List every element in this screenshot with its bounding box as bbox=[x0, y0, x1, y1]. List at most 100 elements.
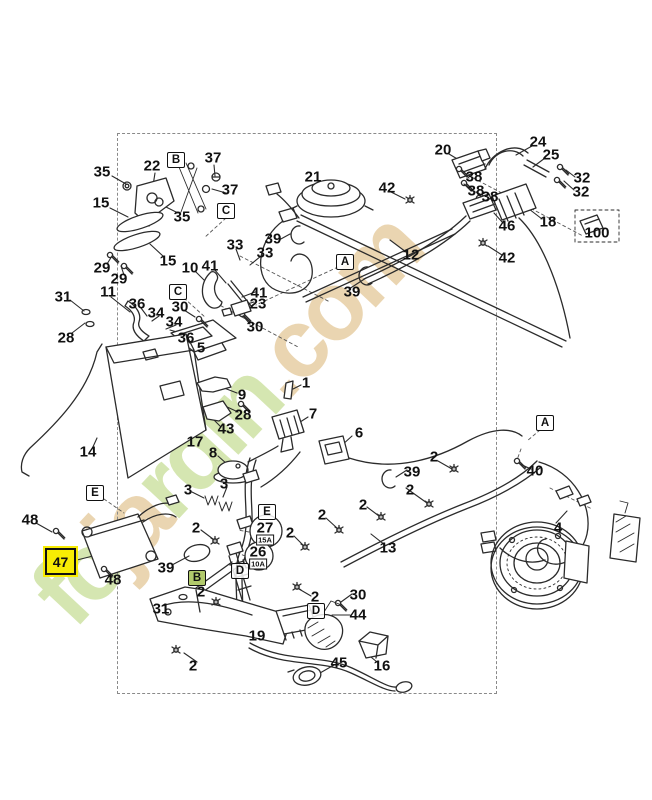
part-number-label-33[interactable]: 33 bbox=[226, 236, 244, 254]
part-number-label-29[interactable]: 29 bbox=[93, 259, 111, 277]
part-number-label-30[interactable]: 30 bbox=[246, 318, 264, 336]
highlighted-part-47[interactable]: 47 bbox=[43, 546, 78, 577]
part-number-label-42[interactable]: 42 bbox=[498, 249, 516, 267]
part-number-label-48[interactable]: 48 bbox=[21, 511, 39, 529]
highlighted-part-47-number: 47 bbox=[45, 548, 76, 575]
part-number-label-26[interactable]: 26 bbox=[249, 543, 267, 561]
part-number-label-30[interactable]: 30 bbox=[349, 586, 367, 604]
part-number-label-17[interactable]: 17 bbox=[186, 433, 204, 451]
part-number-label-13[interactable]: 13 bbox=[379, 539, 397, 557]
part-number-label-41[interactable]: 41 bbox=[250, 284, 268, 302]
part-number-label-2[interactable]: 2 bbox=[429, 448, 439, 466]
ref-letter-box-E: E bbox=[258, 504, 276, 520]
part-number-label-46[interactable]: 46 bbox=[498, 217, 516, 235]
part-number-label-2[interactable]: 2 bbox=[196, 583, 206, 601]
housing-17 bbox=[105, 333, 207, 479]
part-number-label-28[interactable]: 28 bbox=[57, 329, 75, 347]
ref-letter-box-E: E bbox=[86, 485, 104, 501]
part-number-label-37[interactable]: 37 bbox=[221, 181, 239, 199]
bracket-9-43 bbox=[196, 376, 251, 422]
part-number-label-27[interactable]: 27 bbox=[256, 519, 274, 537]
part-number-label-39[interactable]: 39 bbox=[343, 283, 361, 301]
construction-lines bbox=[103, 171, 593, 557]
part-number-label-1[interactable]: 1 bbox=[301, 374, 311, 392]
part-number-label-34[interactable]: 34 bbox=[147, 304, 165, 322]
ref-letter-box-B: B bbox=[188, 570, 206, 586]
part-number-label-39[interactable]: 39 bbox=[264, 230, 282, 248]
part-number-label-29[interactable]: 29 bbox=[110, 270, 128, 288]
part-number-label-19[interactable]: 19 bbox=[248, 627, 266, 645]
part-number-label-38[interactable]: 38 bbox=[481, 188, 499, 206]
part-number-label-31[interactable]: 31 bbox=[152, 600, 170, 618]
part-number-label-44[interactable]: 44 bbox=[349, 606, 367, 624]
part-number-label-36[interactable]: 36 bbox=[177, 329, 195, 347]
ref-letter-box-D: D bbox=[231, 563, 249, 579]
part-number-label-9[interactable]: 9 bbox=[237, 386, 247, 404]
part-number-label-40[interactable]: 40 bbox=[526, 462, 544, 480]
part-number-label-21[interactable]: 21 bbox=[304, 168, 322, 186]
part-number-label-31[interactable]: 31 bbox=[54, 288, 72, 306]
part-number-label-41[interactable]: 41 bbox=[201, 257, 219, 275]
part-number-label-34[interactable]: 34 bbox=[165, 313, 183, 331]
part-number-label-22[interactable]: 22 bbox=[143, 157, 161, 175]
part-number-label-35[interactable]: 35 bbox=[173, 208, 191, 226]
part-number-label-23[interactable]: 23 bbox=[249, 295, 267, 313]
part-number-label-38[interactable]: 38 bbox=[465, 168, 483, 186]
part-number-label-32[interactable]: 32 bbox=[573, 169, 591, 187]
part-number-label-28[interactable]: 28 bbox=[234, 406, 252, 424]
part-number-label-2[interactable]: 2 bbox=[405, 481, 415, 499]
part-number-label-6[interactable]: 6 bbox=[354, 424, 364, 442]
part-number-label-7[interactable]: 7 bbox=[308, 405, 318, 423]
harness-13-flywheel bbox=[300, 457, 641, 610]
fuse-rating-badge-15A: 15A bbox=[256, 534, 274, 546]
part-number-label-16[interactable]: 16 bbox=[373, 657, 391, 675]
part-number-label-38[interactable]: 38 bbox=[467, 182, 485, 200]
part-number-label-2[interactable]: 2 bbox=[188, 657, 198, 675]
part-number-label-24[interactable]: 24 bbox=[529, 133, 547, 151]
part-number-label-39[interactable]: 39 bbox=[403, 463, 421, 481]
part-number-label-15[interactable]: 15 bbox=[92, 194, 110, 212]
ref-letter-box-C: C bbox=[217, 203, 235, 219]
part-number-label-2[interactable]: 2 bbox=[317, 506, 327, 524]
part-number-label-4[interactable]: 4 bbox=[553, 519, 563, 537]
part-number-label-25[interactable]: 25 bbox=[542, 146, 560, 164]
part-number-label-3[interactable]: 3 bbox=[219, 475, 229, 493]
part-number-label-100[interactable]: 100 bbox=[584, 224, 610, 242]
part-number-label-12[interactable]: 12 bbox=[402, 246, 420, 264]
part-number-label-33[interactable]: 33 bbox=[256, 244, 274, 262]
pedal-cluster bbox=[149, 535, 413, 693]
ref-letter-box-A: A bbox=[336, 254, 354, 270]
part-number-label-5[interactable]: 5 bbox=[196, 339, 206, 357]
part-number-label-35[interactable]: 35 bbox=[93, 163, 111, 181]
part-number-label-2[interactable]: 2 bbox=[191, 519, 201, 537]
bracket-assembly-22 bbox=[106, 162, 221, 275]
part-number-label-10[interactable]: 10 bbox=[181, 259, 199, 277]
ref-letter-box-C: C bbox=[169, 284, 187, 300]
part-number-label-11[interactable]: 11 bbox=[100, 283, 116, 301]
part-number-label-8[interactable]: 8 bbox=[208, 444, 218, 462]
part-number-label-36[interactable]: 36 bbox=[128, 295, 146, 313]
connectors-1-7-6 bbox=[247, 380, 523, 488]
part-number-label-15[interactable]: 15 bbox=[159, 252, 177, 270]
part-number-label-30[interactable]: 30 bbox=[171, 298, 189, 316]
ignition-switch-21 bbox=[278, 179, 374, 223]
part-number-label-39[interactable]: 39 bbox=[157, 559, 175, 577]
part-number-label-2[interactable]: 2 bbox=[310, 588, 320, 606]
wiring-harness-12 bbox=[221, 182, 567, 348]
part-number-label-3[interactable]: 3 bbox=[183, 481, 193, 499]
part-number-label-20[interactable]: 20 bbox=[434, 141, 452, 159]
part-number-label-32[interactable]: 32 bbox=[572, 183, 590, 201]
part-number-label-42[interactable]: 42 bbox=[378, 179, 396, 197]
part-number-label-37[interactable]: 37 bbox=[204, 149, 222, 167]
part-number-label-2[interactable]: 2 bbox=[285, 524, 295, 542]
part-number-label-18[interactable]: 18 bbox=[539, 213, 557, 231]
part-number-label-2[interactable]: 2 bbox=[358, 496, 368, 514]
fuse-rating-badge-10A: 10A bbox=[249, 558, 267, 570]
part-number-label-14[interactable]: 14 bbox=[79, 443, 97, 461]
rod-14 bbox=[20, 343, 103, 477]
part-number-label-48[interactable]: 48 bbox=[104, 571, 122, 589]
part-number-label-45[interactable]: 45 bbox=[330, 654, 348, 672]
part-number-label-43[interactable]: 43 bbox=[217, 420, 235, 438]
